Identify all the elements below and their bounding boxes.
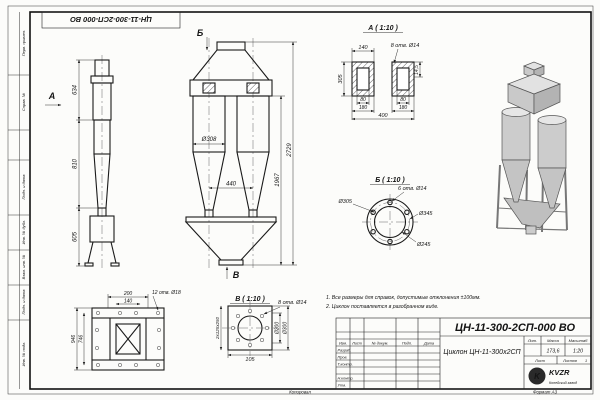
tb-lit-label: Лит. xyxy=(527,338,537,343)
dim-side-605: 605 xyxy=(73,231,79,242)
top-stamp-box xyxy=(41,11,181,29)
tb-mass-label: Масса xyxy=(547,338,560,343)
dim-plan-946: 946 xyxy=(71,335,77,344)
tb-doc-number: ЦН-11-300-2СП-000 ВО xyxy=(455,322,575,334)
company-logo-icon xyxy=(528,367,546,385)
top-stamp-text: ЦН-11-300-2СП-000 ВО xyxy=(70,15,152,24)
margin-label: Подп. и дата xyxy=(21,174,26,200)
detail-a-view: А ( 1:10 ) 140 8 отв. Ø14 xyxy=(338,25,423,121)
dim-front-440: 440 xyxy=(226,182,237,188)
margin-label: Инв. № дубл. xyxy=(21,220,26,245)
copied-label: Копировал xyxy=(289,390,311,395)
dim-a-140: 140 xyxy=(358,45,368,51)
dim-front-2729: 2729 xyxy=(287,143,293,158)
dim-b-245: Ø245 xyxy=(416,242,431,248)
dim-a-145: 14,5 xyxy=(414,65,420,75)
tb-row-razrab: Разраб. xyxy=(338,349,352,353)
margin-label: Подп. и дата xyxy=(21,289,26,315)
detail-b-view: Б ( 1:10 ) Ø305 6 отв. Ø14 Ø345 Ø245 xyxy=(338,177,433,250)
sheet-frame: Перв. примен. Справ. № Подп. и дата Инв.… xyxy=(7,5,594,395)
tb-scale-label: Масштаб xyxy=(569,338,588,343)
margin-label: Справ. № xyxy=(21,92,26,111)
dim-a-80l: 80 xyxy=(360,97,366,103)
side-view: 634 810 605 А xyxy=(45,55,120,270)
tb-col-izm: Изм. xyxy=(339,342,347,346)
tb-col-sign: Подп. xyxy=(402,342,412,346)
tb-col-list: Лист xyxy=(351,342,362,346)
detail-b-title: Б ( 1:10 ) xyxy=(375,177,405,184)
tb-col-doc: № докум. xyxy=(372,342,389,346)
tb-row-nkontr: Н.контр. xyxy=(338,377,354,381)
tb-sheets-label: Листов xyxy=(562,359,577,363)
dim-plan-140: 140 xyxy=(124,299,133,305)
dim-plan-746: 746 xyxy=(79,335,85,344)
tb-row-prov: Пров. xyxy=(338,356,348,360)
tb-company-name: Копейский завод xyxy=(549,381,577,385)
isometric-view xyxy=(496,61,568,235)
dim-side-810: 810 xyxy=(73,158,79,169)
dim-a-400: 400 xyxy=(378,113,388,119)
notes: 1. Все размеры для справок, допустимые о… xyxy=(325,295,481,310)
tb-sheets-value: 1 xyxy=(585,359,587,363)
note-line-2: 2. Циклон поставляется в разобранном вид… xyxy=(325,304,439,310)
tb-col-date: Дата xyxy=(423,342,434,346)
dim-v-200: Ø200 xyxy=(275,322,281,335)
plan-view: 200 140 12 отв. Ø18 946 746 xyxy=(71,290,181,371)
dim-b-305: Ø305 xyxy=(338,199,353,205)
dim-plan-holes: 12 отв. Ø18 xyxy=(152,290,181,296)
margin-label: Перв. примен. xyxy=(21,30,26,57)
view-arrow-a-label: А xyxy=(48,91,56,101)
format-label: Формат А3 xyxy=(533,390,558,395)
dim-v-125x250: 2х125х250 xyxy=(215,316,220,340)
dim-a-holes: 8 отв. Ø14 xyxy=(391,43,420,49)
tb-product-name: Циклон ЦН-11-300х2СП xyxy=(443,349,521,356)
dim-v-105: 105 xyxy=(245,357,255,363)
dim-v-300: Ø300 xyxy=(283,322,289,335)
title-block: Изм. Лист № докум. Подп. Дата Разраб. Пр… xyxy=(335,317,592,390)
detail-a-title: А ( 1:10 ) xyxy=(367,25,398,32)
front-view: Б Ø308 440 1967 xyxy=(184,28,297,280)
view-arrow-b-label: Б xyxy=(197,28,204,38)
dim-plan-200: 200 xyxy=(123,291,133,297)
dim-a-80r: 80 xyxy=(400,97,406,103)
dim-front-dia308: Ø308 xyxy=(201,137,217,143)
detail-v-title: В ( 1:10 ) xyxy=(235,296,265,303)
dim-a-180l: 180 xyxy=(359,105,368,111)
margin-label: Взам. инв. № xyxy=(21,254,26,279)
detail-v-view: В ( 1:10 ) 8 отв. Ø14 Ø200 Ø300 105 2х12… xyxy=(215,296,307,363)
tb-scale-value: 1:20 xyxy=(573,349,583,355)
tb-row-tkontr: Т.контр. xyxy=(338,363,353,367)
view-arrow-v-label: В xyxy=(233,270,240,280)
dim-side-634: 634 xyxy=(73,84,79,95)
company-logo-letter: K xyxy=(534,372,541,381)
dim-front-1967: 1967 xyxy=(275,173,281,187)
tb-row-utv: Утв. xyxy=(338,384,347,388)
dim-v-holes: 8 отв. Ø14 xyxy=(278,300,307,306)
dim-a-180r: 180 xyxy=(399,105,408,111)
tb-sheet-label: Лист xyxy=(534,359,545,363)
note-line-1: 1. Все размеры для справок, допустимые о… xyxy=(326,295,481,301)
dim-a-305: 305 xyxy=(338,73,344,83)
dim-b-345: Ø345 xyxy=(418,211,433,217)
tb-mass-value: 173,6 xyxy=(547,349,560,355)
margin-label: Инв. № подл. xyxy=(21,342,26,367)
dim-b-holes: 6 отв. Ø14 xyxy=(398,186,427,192)
tb-logo-text: KVZR xyxy=(549,368,570,377)
